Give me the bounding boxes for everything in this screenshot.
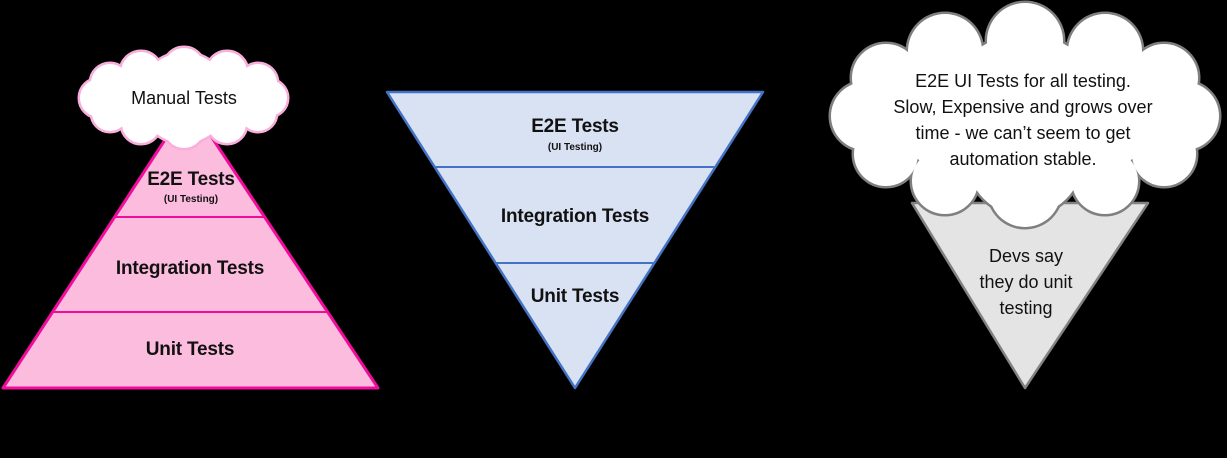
level-label-unit: Unit Tests bbox=[146, 339, 234, 360]
manual-tests-label: Manual Tests bbox=[131, 88, 237, 108]
funnel-text-line: Devs say bbox=[989, 246, 1063, 266]
funnel-text-line: testing bbox=[999, 298, 1052, 318]
reality-callout: E2E UI Tests for all testing. Slow, Expe… bbox=[831, 3, 1219, 390]
ideal-test-pyramid: E2E Tests (UI Testing) Integration Tests… bbox=[1, 48, 380, 390]
cloud-text-line: E2E UI Tests for all testing. bbox=[915, 71, 1131, 91]
cloud-text-line: Slow, Expensive and grows over bbox=[893, 97, 1152, 117]
level-label-integration: Integration Tests bbox=[501, 206, 649, 227]
cloud-text-line: time - we can’t seem to get bbox=[915, 123, 1130, 143]
level-sublabel-ui-testing: (UI Testing) bbox=[548, 142, 602, 153]
funnel-text-line: they do unit bbox=[979, 272, 1072, 292]
pyramid-shape bbox=[1, 101, 380, 390]
inverted-test-pyramid: E2E Tests (UI Testing) Integration Tests… bbox=[385, 90, 765, 390]
level-label-e2e: E2E Tests bbox=[531, 116, 619, 137]
cloud-text-line: automation stable. bbox=[949, 149, 1096, 169]
level-label-unit: Unit Tests bbox=[531, 286, 619, 307]
level-label-integration: Integration Tests bbox=[116, 258, 264, 279]
level-sublabel-ui-testing: (UI Testing) bbox=[164, 194, 218, 205]
level-label-e2e: E2E Tests bbox=[147, 169, 235, 190]
